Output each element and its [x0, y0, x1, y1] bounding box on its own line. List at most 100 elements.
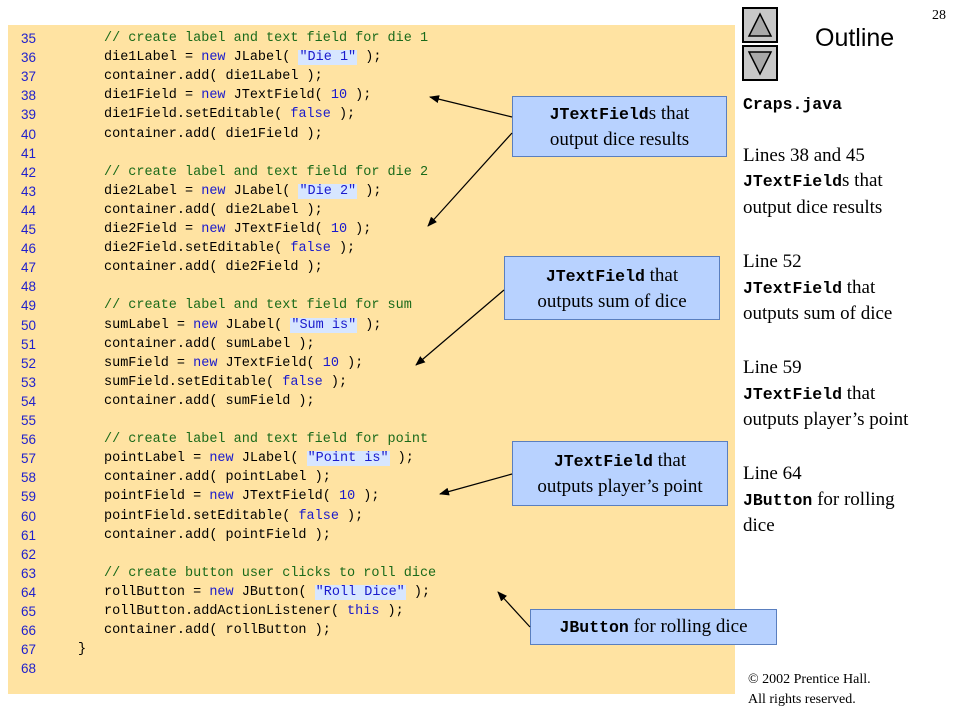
line-number: 62	[20, 546, 36, 562]
code-line: 48	[8, 277, 735, 296]
code-token-code: container.add( pointField );	[104, 527, 331, 543]
code-text: // create label and text field for die 1	[104, 29, 428, 48]
code-token-code: );	[347, 88, 372, 104]
code-text: die2Label = new JLabel( "Die 2" );	[104, 182, 381, 201]
callout-point-suffix: that	[652, 450, 687, 471]
code-token-code: );	[338, 508, 364, 524]
code-text: sumField.setEditable( false );	[104, 373, 347, 392]
code-token-code: sumField =	[104, 355, 194, 371]
code-line: 38 die1Field = new JTextField( 10 );	[8, 86, 735, 105]
line-number: 50	[20, 317, 36, 333]
code-text: container.add( pointLabel );	[104, 468, 331, 487]
line-number: 39	[20, 107, 36, 123]
code-token-code: die1Field =	[104, 88, 202, 104]
code-text: die2Field.setEditable( false );	[104, 239, 355, 258]
note-point-class: JTextField	[743, 384, 843, 404]
code-token-code: die2Label =	[104, 183, 202, 199]
line-number: 38	[20, 88, 36, 104]
callout-button-text: for rolling dice	[628, 616, 748, 637]
code-token-code: JLabel(	[225, 183, 299, 199]
code-line: 42 // create label and text field for die…	[8, 163, 735, 182]
code-token-comment: // create label and text field for sum	[104, 298, 412, 314]
code-line: 43 die2Label = new JLabel( "Die 2" );	[8, 182, 735, 201]
code-text: container.add( die2Field );	[104, 258, 323, 277]
code-token-code: container.add( die2Field );	[104, 260, 323, 276]
line-number: 36	[20, 50, 36, 66]
code-token-keyword: false	[290, 241, 331, 257]
code-text: // create label and text field for sum	[104, 296, 412, 315]
code-token-code: rollButton.addActionListener(	[104, 604, 348, 619]
note-dice-fields: Lines 38 and 45 JTextFields that output …	[743, 143, 953, 221]
next-slide-button[interactable]	[742, 45, 778, 81]
code-token-string: "Roll Dice"	[314, 584, 406, 600]
code-token-code: pointField.setEditable(	[104, 508, 299, 524]
line-number: 57	[20, 451, 36, 467]
line-number: 42	[20, 164, 36, 180]
code-token-keyword: new	[209, 451, 234, 467]
code-token-comment: // create label and text field for die 2	[104, 164, 429, 180]
slide-number: 28	[932, 8, 946, 23]
line-number: 55	[20, 413, 36, 428]
code-token-code: );	[330, 241, 356, 257]
code-line: 55	[8, 411, 735, 430]
line-number: 46	[20, 241, 36, 257]
copyright-line-2: All rights reserved.	[748, 692, 856, 707]
callout-dice-suffix: s that	[648, 103, 690, 124]
code-token-code: );	[347, 222, 372, 237]
code-text: die1Field = new JTextField( 10 );	[104, 86, 371, 105]
code-token-code: JLabel(	[225, 50, 299, 66]
previous-slide-button[interactable]	[742, 7, 778, 43]
code-token-code: );	[357, 50, 382, 66]
code-token-code: sumLabel =	[104, 317, 194, 333]
code-text: die1Field.setEditable( false );	[104, 105, 355, 124]
code-token-code: JLabel(	[217, 317, 291, 333]
code-token-keyword: 10	[338, 489, 356, 505]
code-text: container.add( pointField );	[104, 526, 331, 545]
code-token-code: );	[379, 604, 404, 619]
note-button-suffix: for rolling	[812, 488, 895, 510]
note-point-line: Line 59	[743, 356, 802, 378]
code-token-code: );	[355, 489, 380, 505]
code-token-comment: // create label and text field for point	[104, 432, 429, 448]
code-line: 49// create label and text field for sum	[8, 296, 735, 315]
note-point-field: Line 59 JTextField that outputs player’s…	[743, 355, 953, 433]
code-text: pointField = new JTextField( 10 );	[104, 487, 379, 506]
code-token-code: );	[330, 107, 356, 123]
line-number: 43	[20, 183, 36, 199]
code-token-keyword: 10	[330, 222, 348, 237]
code-token-keyword: new	[193, 355, 218, 371]
code-token-code: );	[389, 451, 414, 467]
code-token-string: "Die 2"	[298, 183, 358, 199]
callout-dice-results: JTextFields that output dice results	[512, 96, 727, 157]
code-token-keyword: 10	[322, 355, 339, 371]
code-token-string: "Sum is"	[290, 317, 358, 333]
note-sum-field: Line 52 JTextField that outputs sum of d…	[743, 249, 953, 327]
code-text: }	[78, 640, 86, 659]
note-sum-suffix: that	[842, 276, 876, 298]
code-token-code: die1Field.setEditable(	[104, 107, 291, 123]
line-number: 56	[20, 432, 36, 448]
code-token-code: JTextField(	[225, 88, 331, 104]
line-number: 61	[20, 527, 36, 543]
code-text: die1Label = new JLabel( "Die 1" );	[104, 48, 381, 67]
code-token-code: container.add( die1Label );	[104, 69, 323, 85]
code-text: container.add( die2Label );	[104, 201, 323, 220]
line-number: 67	[20, 642, 36, 658]
triangle-down-icon	[747, 51, 773, 76]
code-token-code: die2Field.setEditable(	[104, 241, 291, 257]
line-number: 35	[20, 31, 36, 46]
code-token-keyword: this	[347, 604, 380, 619]
code-token-comment: // create button user clicks to roll dic…	[104, 565, 437, 581]
note-button-text: dice	[743, 515, 775, 537]
line-number: 37	[20, 69, 36, 85]
line-number: 40	[20, 126, 36, 142]
code-token-string: "Point is"	[306, 451, 390, 467]
code-token-code: );	[357, 183, 382, 199]
code-line: 46 die2Field.setEditable( false );	[8, 239, 735, 258]
